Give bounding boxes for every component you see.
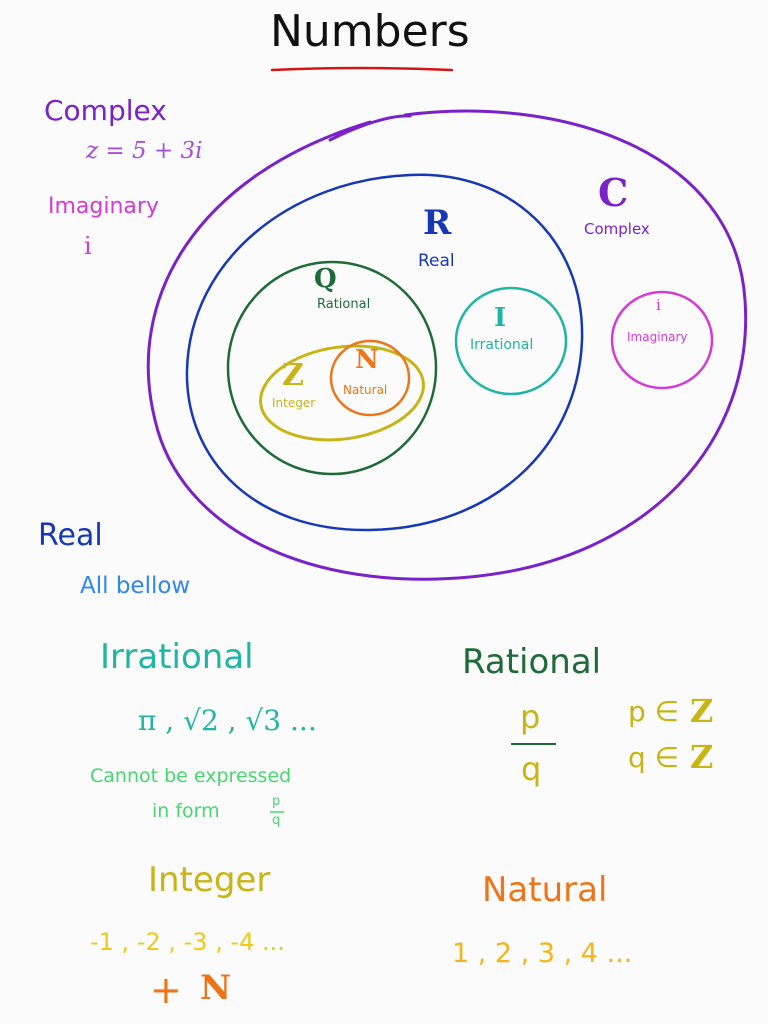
irrational-set-ellipse xyxy=(454,286,568,396)
title-underline xyxy=(270,66,454,72)
rational-set-label: Rational xyxy=(317,297,371,312)
real-set-label: Real xyxy=(418,251,455,271)
real-set-ellipse xyxy=(185,173,584,532)
integer-set-symbol: Z xyxy=(282,358,304,393)
complex-set-ellipse xyxy=(146,109,748,581)
irrational-description-line1: Cannot be expressed xyxy=(90,765,292,787)
rational-set-ellipse xyxy=(226,260,438,476)
integer-plus-sign: + xyxy=(150,968,182,1012)
irrational-set-symbol: I xyxy=(494,303,507,333)
natural-set-ellipse xyxy=(329,339,411,417)
imaginary-heading: Imaginary xyxy=(48,194,159,219)
imaginary-set-ellipse xyxy=(610,290,714,390)
rational-heading: Rational xyxy=(462,642,602,682)
complex-heading: Complex xyxy=(44,94,167,127)
irrational-heading: Irrational xyxy=(100,637,254,677)
real-set-symbol: R xyxy=(423,203,452,243)
irrational-examples: π , √2 , √3 ... xyxy=(138,704,317,737)
integer-examples: -1 , -2 , -3 , -4 ... xyxy=(90,928,285,956)
imaginary-example: i xyxy=(84,232,92,260)
rational-condition-p-set: Z xyxy=(690,692,714,730)
integer-heading: Integer xyxy=(148,860,271,900)
natural-set-symbol: N xyxy=(355,345,379,375)
complex-example: z = 5 + 3i xyxy=(86,138,203,164)
rational-condition-q-set: Z xyxy=(690,738,714,776)
natural-examples: 1 , 2 , 3 , 4 ... xyxy=(452,938,633,969)
real-heading: Real xyxy=(38,518,103,553)
integer-set-ellipse xyxy=(259,344,425,442)
rational-condition-q-var: q ∈ xyxy=(628,741,680,774)
natural-heading: Natural xyxy=(482,870,608,910)
rational-fraction-denominator: q xyxy=(521,750,542,788)
irrational-description-fraction-den: q xyxy=(272,813,281,828)
integer-plus-natural-set: N xyxy=(200,968,232,1008)
real-description: All bellow xyxy=(80,573,191,599)
rational-set-symbol: Q xyxy=(314,264,337,294)
complex-set-symbol: C xyxy=(598,170,629,215)
rational-condition-p-var: p ∈ xyxy=(628,695,680,728)
imaginary-set-symbol: i xyxy=(656,296,661,314)
natural-set-label: Natural xyxy=(343,383,388,397)
irrational-description-fraction-num: p xyxy=(272,794,281,809)
irrational-description-line2: in form xyxy=(152,800,220,822)
page-title: Numbers xyxy=(270,6,470,57)
integer-set-label: Integer xyxy=(272,396,316,410)
rational-fraction-numerator: p xyxy=(520,698,541,736)
irrational-set-label: Irrational xyxy=(470,337,534,353)
complex-set-label: Complex xyxy=(584,220,650,238)
imaginary-set-label: Imaginary xyxy=(627,330,688,344)
